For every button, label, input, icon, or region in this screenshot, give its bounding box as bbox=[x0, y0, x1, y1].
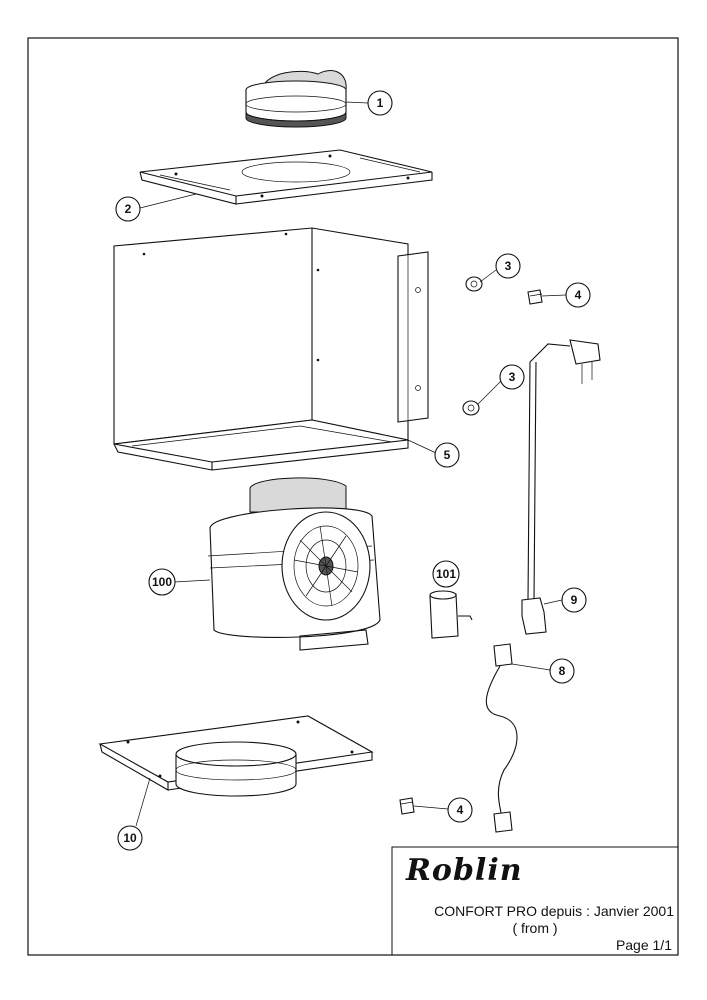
part-4-foot-upper bbox=[527, 289, 543, 305]
callout-1: 1 bbox=[367, 90, 393, 116]
title-block: Roblin CONFORT PRO depuis : Janvier 2001… bbox=[392, 847, 678, 955]
callout-5: 5 bbox=[434, 442, 460, 468]
part-10-bottom-plate bbox=[98, 715, 374, 797]
callout-4-lower: 4 bbox=[447, 797, 473, 823]
drawing-frame bbox=[27, 37, 679, 956]
leader-lines bbox=[135, 101, 567, 827]
page-number: Page 1/1 bbox=[615, 937, 672, 953]
svg-text:5: 5 bbox=[444, 448, 451, 462]
svg-text:1: 1 bbox=[377, 96, 384, 110]
part-5-casing bbox=[113, 227, 429, 471]
svg-text:101: 101 bbox=[436, 567, 456, 581]
brand-logo: Roblin bbox=[406, 853, 523, 888]
callout-100: 100 bbox=[148, 568, 176, 596]
callout-3-lower: 3 bbox=[499, 364, 525, 390]
callout-9: 9 bbox=[561, 587, 587, 613]
part-100-blower-motor bbox=[207, 477, 381, 651]
svg-text:9: 9 bbox=[571, 593, 578, 607]
callout-2: 2 bbox=[115, 196, 141, 222]
callout-10: 10 bbox=[117, 825, 143, 851]
part-8-wiring-harness bbox=[485, 643, 518, 833]
part-101-capacitor bbox=[429, 590, 473, 639]
part-9-power-cord bbox=[521, 339, 601, 635]
svg-text:10: 10 bbox=[123, 831, 137, 845]
callout-8: 8 bbox=[549, 658, 575, 684]
part-3-grommet-lower bbox=[462, 400, 480, 416]
svg-text:2: 2 bbox=[125, 202, 132, 216]
svg-text:4: 4 bbox=[575, 288, 582, 302]
svg-text:100: 100 bbox=[152, 575, 172, 589]
title-block-frame bbox=[391, 846, 679, 956]
model-title: CONFORT PRO depuis : Janvier 2001 bbox=[434, 903, 674, 919]
model-subtitle: ( from ) bbox=[512, 920, 558, 936]
svg-text:3: 3 bbox=[505, 259, 512, 273]
svg-text:4: 4 bbox=[457, 803, 464, 817]
svg-text:3: 3 bbox=[509, 370, 516, 384]
svg-text:8: 8 bbox=[559, 664, 566, 678]
part-2-top-plate bbox=[139, 149, 433, 205]
part-4-foot-lower bbox=[399, 797, 415, 815]
callout-3-upper: 3 bbox=[495, 253, 521, 279]
part-1-outlet-collar bbox=[245, 70, 347, 128]
callout-101: 101 bbox=[432, 560, 460, 588]
part-3-grommet-upper bbox=[465, 276, 483, 292]
callout-4-upper: 4 bbox=[565, 282, 591, 308]
